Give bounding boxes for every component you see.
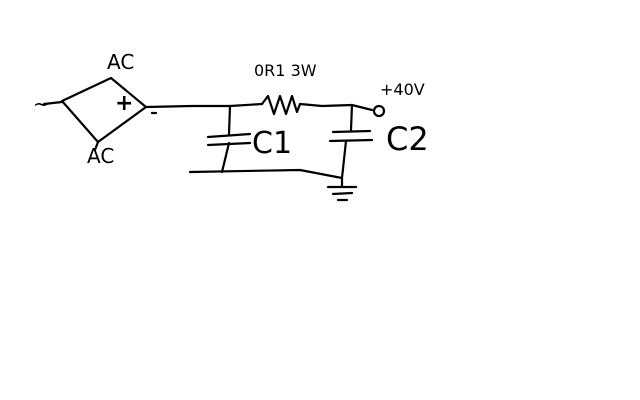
positive-rail-wire bbox=[144, 102, 264, 109]
c2-plate-bottom bbox=[328, 138, 374, 143]
c2-top-lead bbox=[349, 103, 354, 132]
resistor-zigzag bbox=[260, 94, 302, 116]
c2-plate-top bbox=[331, 129, 372, 134]
ac-tilde-label: ~ bbox=[33, 92, 50, 116]
resistor-label: 0R1 3W bbox=[254, 61, 317, 80]
output-terminal bbox=[372, 104, 386, 118]
ac-input-lead bbox=[42, 100, 64, 106]
c1-top-lead bbox=[227, 104, 232, 136]
c1-bottom-lead bbox=[220, 141, 231, 174]
output-rail-wire bbox=[298, 102, 374, 112]
c1-label: C1 bbox=[252, 126, 292, 161]
ground-symbol bbox=[326, 176, 358, 202]
ac-top-label: AC bbox=[107, 50, 134, 74]
c2-bottom-lead bbox=[340, 139, 348, 180]
bridge-plus-label: + bbox=[115, 91, 133, 116]
ac-bottom-label: AC bbox=[87, 144, 114, 168]
ground-rail-wire bbox=[188, 168, 344, 180]
output-voltage-label: +40V bbox=[380, 80, 425, 99]
c2-label: C2 bbox=[386, 120, 429, 158]
c1-plate-top bbox=[206, 132, 252, 139]
ac-lower-lead bbox=[93, 140, 100, 152]
